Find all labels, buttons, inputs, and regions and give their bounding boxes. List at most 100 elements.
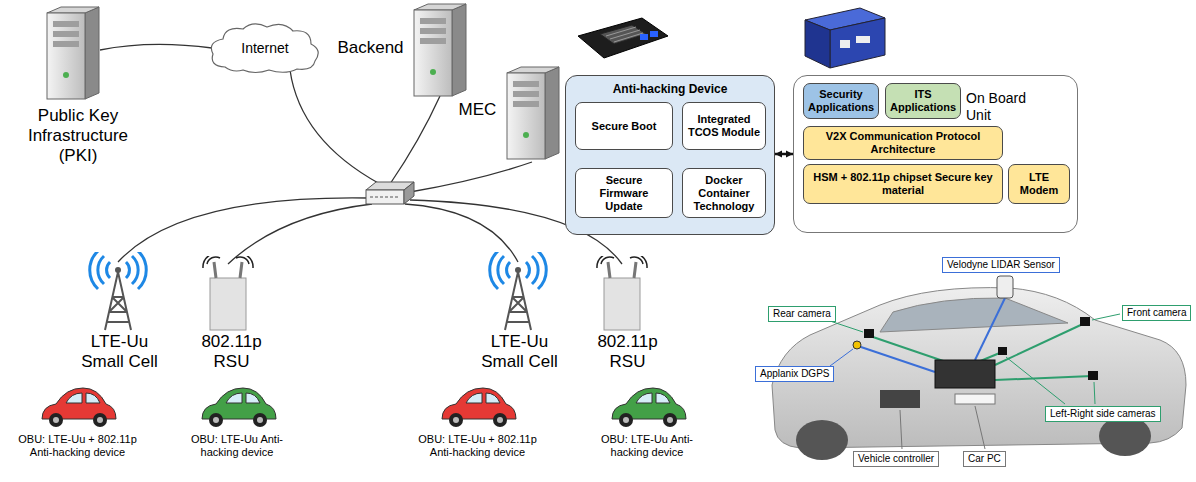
car-wheel [796,420,848,460]
vehicle-label: OBU: LTE-Uu Anti-hacking device [178,433,296,459]
board-heatsink [600,25,646,44]
board-pcb [578,18,668,58]
heatsink-fins [606,27,643,42]
wire [995,376,1092,380]
green-car [612,388,686,427]
node-title: Secure Boot [592,120,657,133]
node-title: ITS Applications [890,88,956,114]
feature-box: Integrated TCOS Module [682,102,766,150]
lidar [997,276,1013,298]
box-port [840,40,850,48]
switch-side [404,182,414,204]
sensor-tag: Vehicle controller [853,451,939,467]
red-car [442,388,516,427]
wire [118,198,368,262]
sensor-tag: Front camera [1122,305,1191,321]
wire [290,70,380,184]
device-panel: Anti-hacking DeviceSecure Boot Integrated… [565,75,775,235]
switch-ports [370,197,400,198]
sensor-tag: Applanix DGPS [755,366,834,382]
vehicle-label: OBU: LTE-Uu Anti-hacking device [588,433,706,459]
node-title: Car PC [968,453,1001,465]
wire [858,346,935,372]
node-title: HSM + 802.11p chipset Secure key materia… [808,171,998,197]
rsu-device [203,253,253,330]
leader [975,406,985,449]
feature-box: Docker Container Technology [682,168,766,218]
node-title: Velodyne LIDAR Sensor [947,259,1055,271]
network-wires [100,44,622,264]
lte-tower [490,251,547,330]
wire [100,44,212,50]
gps-antenna [853,341,861,349]
layer-box: V2X Communication Protocol Architecture [803,126,1003,160]
box-side [805,20,830,68]
mec-server [507,67,559,159]
obu-hardware [805,8,885,68]
site-label: 802.11p RSU [590,332,665,372]
usb-port [650,31,658,37]
box-port [856,36,870,43]
node-title: LTE Modem [1013,171,1065,197]
car-pc [935,360,995,388]
green-car [202,388,276,427]
node-title: Anti-hacking Device [566,76,774,97]
obu-panel: On Board Unit Security Applications ITS Ap… [793,75,1078,233]
layer-box: LTE Modem [1008,164,1070,204]
box-front [830,18,885,68]
server-label: Backend [333,38,408,58]
leader [1092,314,1120,320]
car-window [880,298,1068,332]
node-title: Front camera [1127,307,1186,319]
red-car [42,388,116,427]
server-label: MEC [455,100,500,120]
app-box: Security Applications [803,83,879,119]
feature-box: Secure Boot [575,102,673,150]
node-title: Vehicle controller [858,453,934,465]
sensor-tag: Velodyne LIDAR Sensor [942,257,1060,273]
leader [830,349,853,366]
lte-tower [90,251,147,330]
node-title: Secure Firmware Update [580,174,668,213]
layer-box: HSM + 802.11p chipset Secure key materia… [803,164,1003,204]
site-label: 802.11p RSU [194,332,269,372]
cloud-outline [211,24,318,73]
backend-server [414,4,466,96]
sensor-tag: Car PC [963,451,1006,467]
pki-server [47,7,99,99]
sensor-tag: Left-Right side cameras [1045,406,1161,422]
node-title: Left-Right side cameras [1050,408,1156,420]
vehicle-controller [880,390,920,408]
node-title: Rear camera [773,308,831,320]
wire [410,162,532,192]
node-title: Docker Container Technology [687,174,761,213]
node-title: Integrated TCOS Module [687,113,761,139]
app-box: ITS Applications [885,83,961,119]
site-label: LTE-Uu Small Cell [472,332,567,372]
interface-box [955,394,995,404]
camera [864,329,874,338]
internet-cloud: Internet [205,20,325,75]
vehicle-label: OBU: LTE-Uu + 802.11p Anti-hacking devic… [10,433,145,459]
jetson-board [578,18,668,58]
camera [1088,371,1098,380]
node-title: On Board Unit [966,90,1038,124]
leader-lines [830,314,1120,449]
network-switch [366,182,414,204]
switch-front [366,190,404,204]
site-label: LTE-Uu Small Cell [72,332,167,372]
leader [1094,382,1095,404]
rsu-device [597,253,647,330]
node-title: Security Applications [808,88,874,114]
leader [900,410,902,449]
wire [405,204,518,262]
node-title: Applanix DGPS [760,368,829,380]
leader [1006,357,1065,404]
car-wheel [1099,416,1151,456]
wire [228,204,372,264]
wire [390,96,440,184]
double-arrow [775,153,793,156]
server-label: Public Key Infrastructure (PKI) [8,106,148,166]
